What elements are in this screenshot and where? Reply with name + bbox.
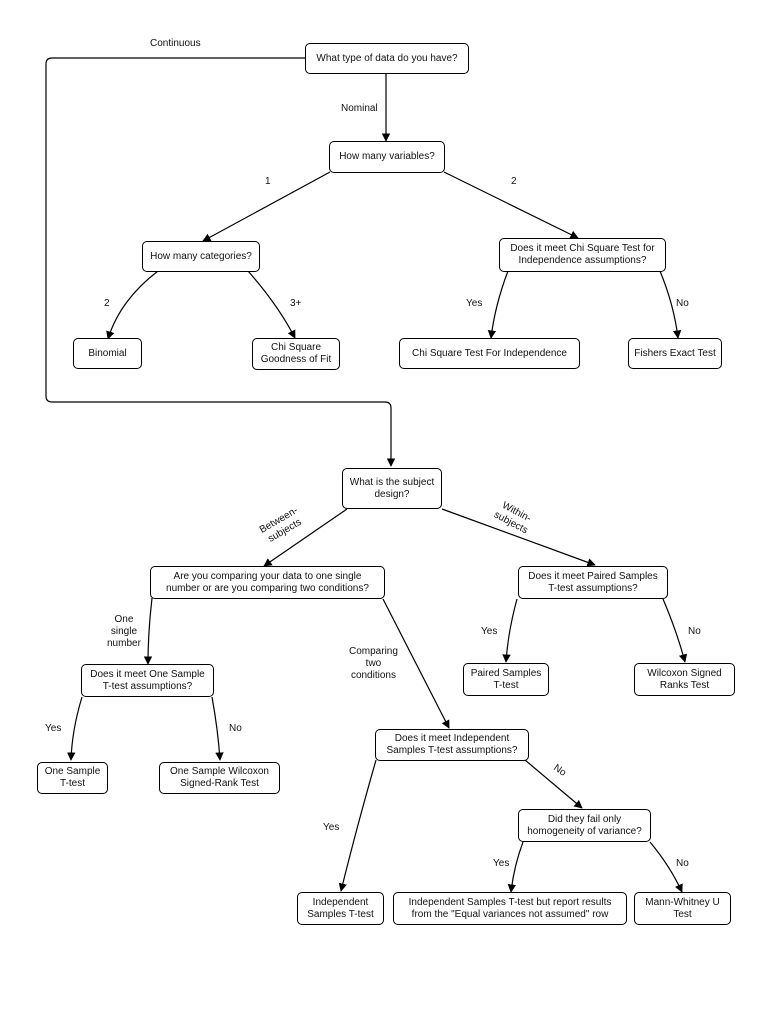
edge-independent-no — [524, 759, 583, 809]
label-nominal: Nominal — [341, 103, 378, 114]
node-independent-assumptions-question: Does it meet Independent Samples T-test … — [375, 729, 529, 761]
node-chi-square-goodness-of-fit: Chi Square Goodness of Fit — [252, 338, 340, 370]
node-chi-assumptions-question: Does it meet Chi Square Test for Indepen… — [499, 238, 666, 272]
label-paired-yes: Yes — [481, 626, 498, 637]
label-paired-no: No — [688, 626, 701, 637]
node-data-type-question: What type of data do you have? — [305, 43, 469, 74]
edge-chi-no — [659, 270, 682, 339]
node-paired-assumptions-question: Does it meet Paired Samples T-test assum… — [518, 566, 668, 599]
label-two-variables: 2 — [511, 176, 517, 187]
node-variables-question: How many variables? — [329, 141, 445, 173]
label-chi-no: No — [676, 298, 689, 309]
node-subject-design-question: What is the subject design? — [342, 468, 442, 509]
node-binomial: Binomial — [73, 338, 142, 369]
node-one-sample-assumptions-question: Does it meet One Sample T-test assumptio… — [81, 664, 214, 697]
label-chi-yes: Yes — [466, 298, 483, 309]
label-homogeneity-yes: Yes — [493, 858, 510, 869]
edge-one-sample-yes — [67, 696, 83, 761]
label-independent-yes: Yes — [323, 822, 340, 833]
node-compare-question: Are you comparing your data to one singl… — [150, 566, 385, 599]
node-one-sample-wilcoxon: One Sample Wilcoxon Signed-Rank Test — [159, 762, 280, 794]
edge-paired-no — [662, 598, 688, 663]
node-wilcoxon-signed-ranks: Wilcoxon Signed Ranks Test — [634, 663, 735, 696]
node-mann-whitney-u: Mann-Whitney U Test — [634, 892, 731, 925]
edge-two-categories — [106, 270, 159, 340]
label-continuous: Continuous — [150, 38, 201, 49]
label-three-plus-categories: 3+ — [290, 298, 302, 309]
edge-homogeneity-no — [649, 841, 683, 893]
label-homogeneity-no: No — [676, 858, 689, 869]
edge-one-sample-no — [211, 696, 224, 761]
edge-one-single-number — [143, 597, 153, 665]
node-one-sample-t-test: One Sample T-test — [37, 762, 108, 794]
edge-paired-yes — [502, 598, 518, 663]
edge-within-subjects — [441, 508, 596, 567]
edge-one-variable — [202, 171, 331, 242]
node-independent-t-unequal-variances: Independent Samples T-test but report re… — [393, 892, 627, 925]
edge-continuous — [45, 57, 396, 467]
edge-independent-yes — [338, 759, 377, 892]
edge-chi-yes — [487, 270, 509, 339]
label-one-variable: 1 — [265, 176, 271, 187]
edge-three-plus-categories — [247, 270, 296, 339]
edge-between-subjects — [263, 508, 348, 567]
label-comparing-two-conditions: Comparing two conditions — [349, 646, 398, 681]
edge-two-variables — [443, 171, 579, 239]
node-independent-samples-t-test: Independent Samples T-test — [297, 892, 384, 925]
node-chi-square-independence: Chi Square Test For Independence — [399, 338, 580, 369]
node-paired-samples-t-test: Paired Samples T-test — [463, 663, 549, 696]
label-two-categories: 2 — [104, 298, 110, 309]
label-one-sample-no: No — [229, 723, 242, 734]
node-homogeneity-question: Did they fail only homogeneity of varian… — [518, 809, 651, 842]
node-fishers-exact-test: Fishers Exact Test — [628, 338, 722, 369]
edge-comparing-two — [382, 598, 450, 729]
edge-homogeneity-yes — [507, 841, 524, 893]
node-categories-question: How many categories? — [142, 241, 260, 272]
label-one-single-number: One single number — [107, 614, 141, 649]
label-one-sample-yes: Yes — [45, 723, 62, 734]
